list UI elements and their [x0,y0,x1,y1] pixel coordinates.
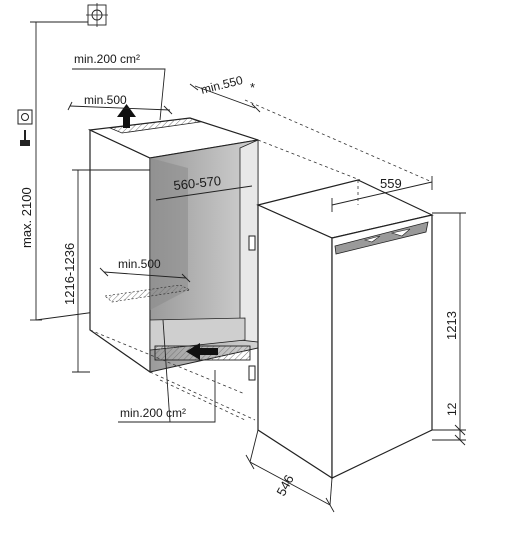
appliance-body [248,179,434,480]
depth-gap-note: * [250,80,255,95]
cabinet-niche [87,117,259,374]
vent-bottom-area-label: min.200 cm² [120,406,186,420]
vent-top-arrow [117,104,136,128]
appliance-depth-dimension [245,429,335,513]
vent-top-depth-label: min.500 [84,93,127,107]
max-height-label: max. 2100 [19,187,34,248]
crosshair-circle-icon [86,3,108,27]
appliance-height-label: 1213 [444,311,459,340]
plinth-height-dimension [432,424,466,446]
projection-lines [89,99,433,421]
depth-gap-label: min.550 [199,73,244,97]
power-plug-icon [17,109,33,146]
vent-top-area-label: min.200 cm² [74,52,140,66]
niche-width-label: 560-570 [173,173,222,193]
appliance-width-label: 559 [380,176,402,191]
appliance-width-dimension [331,176,433,212]
plinth-height-label: 12 [445,402,459,416]
vent-bottom-depth-label: min.500 [118,257,161,271]
niche-height-label: 1216-1236 [62,243,77,305]
vent-bottom-arrow [186,343,218,360]
